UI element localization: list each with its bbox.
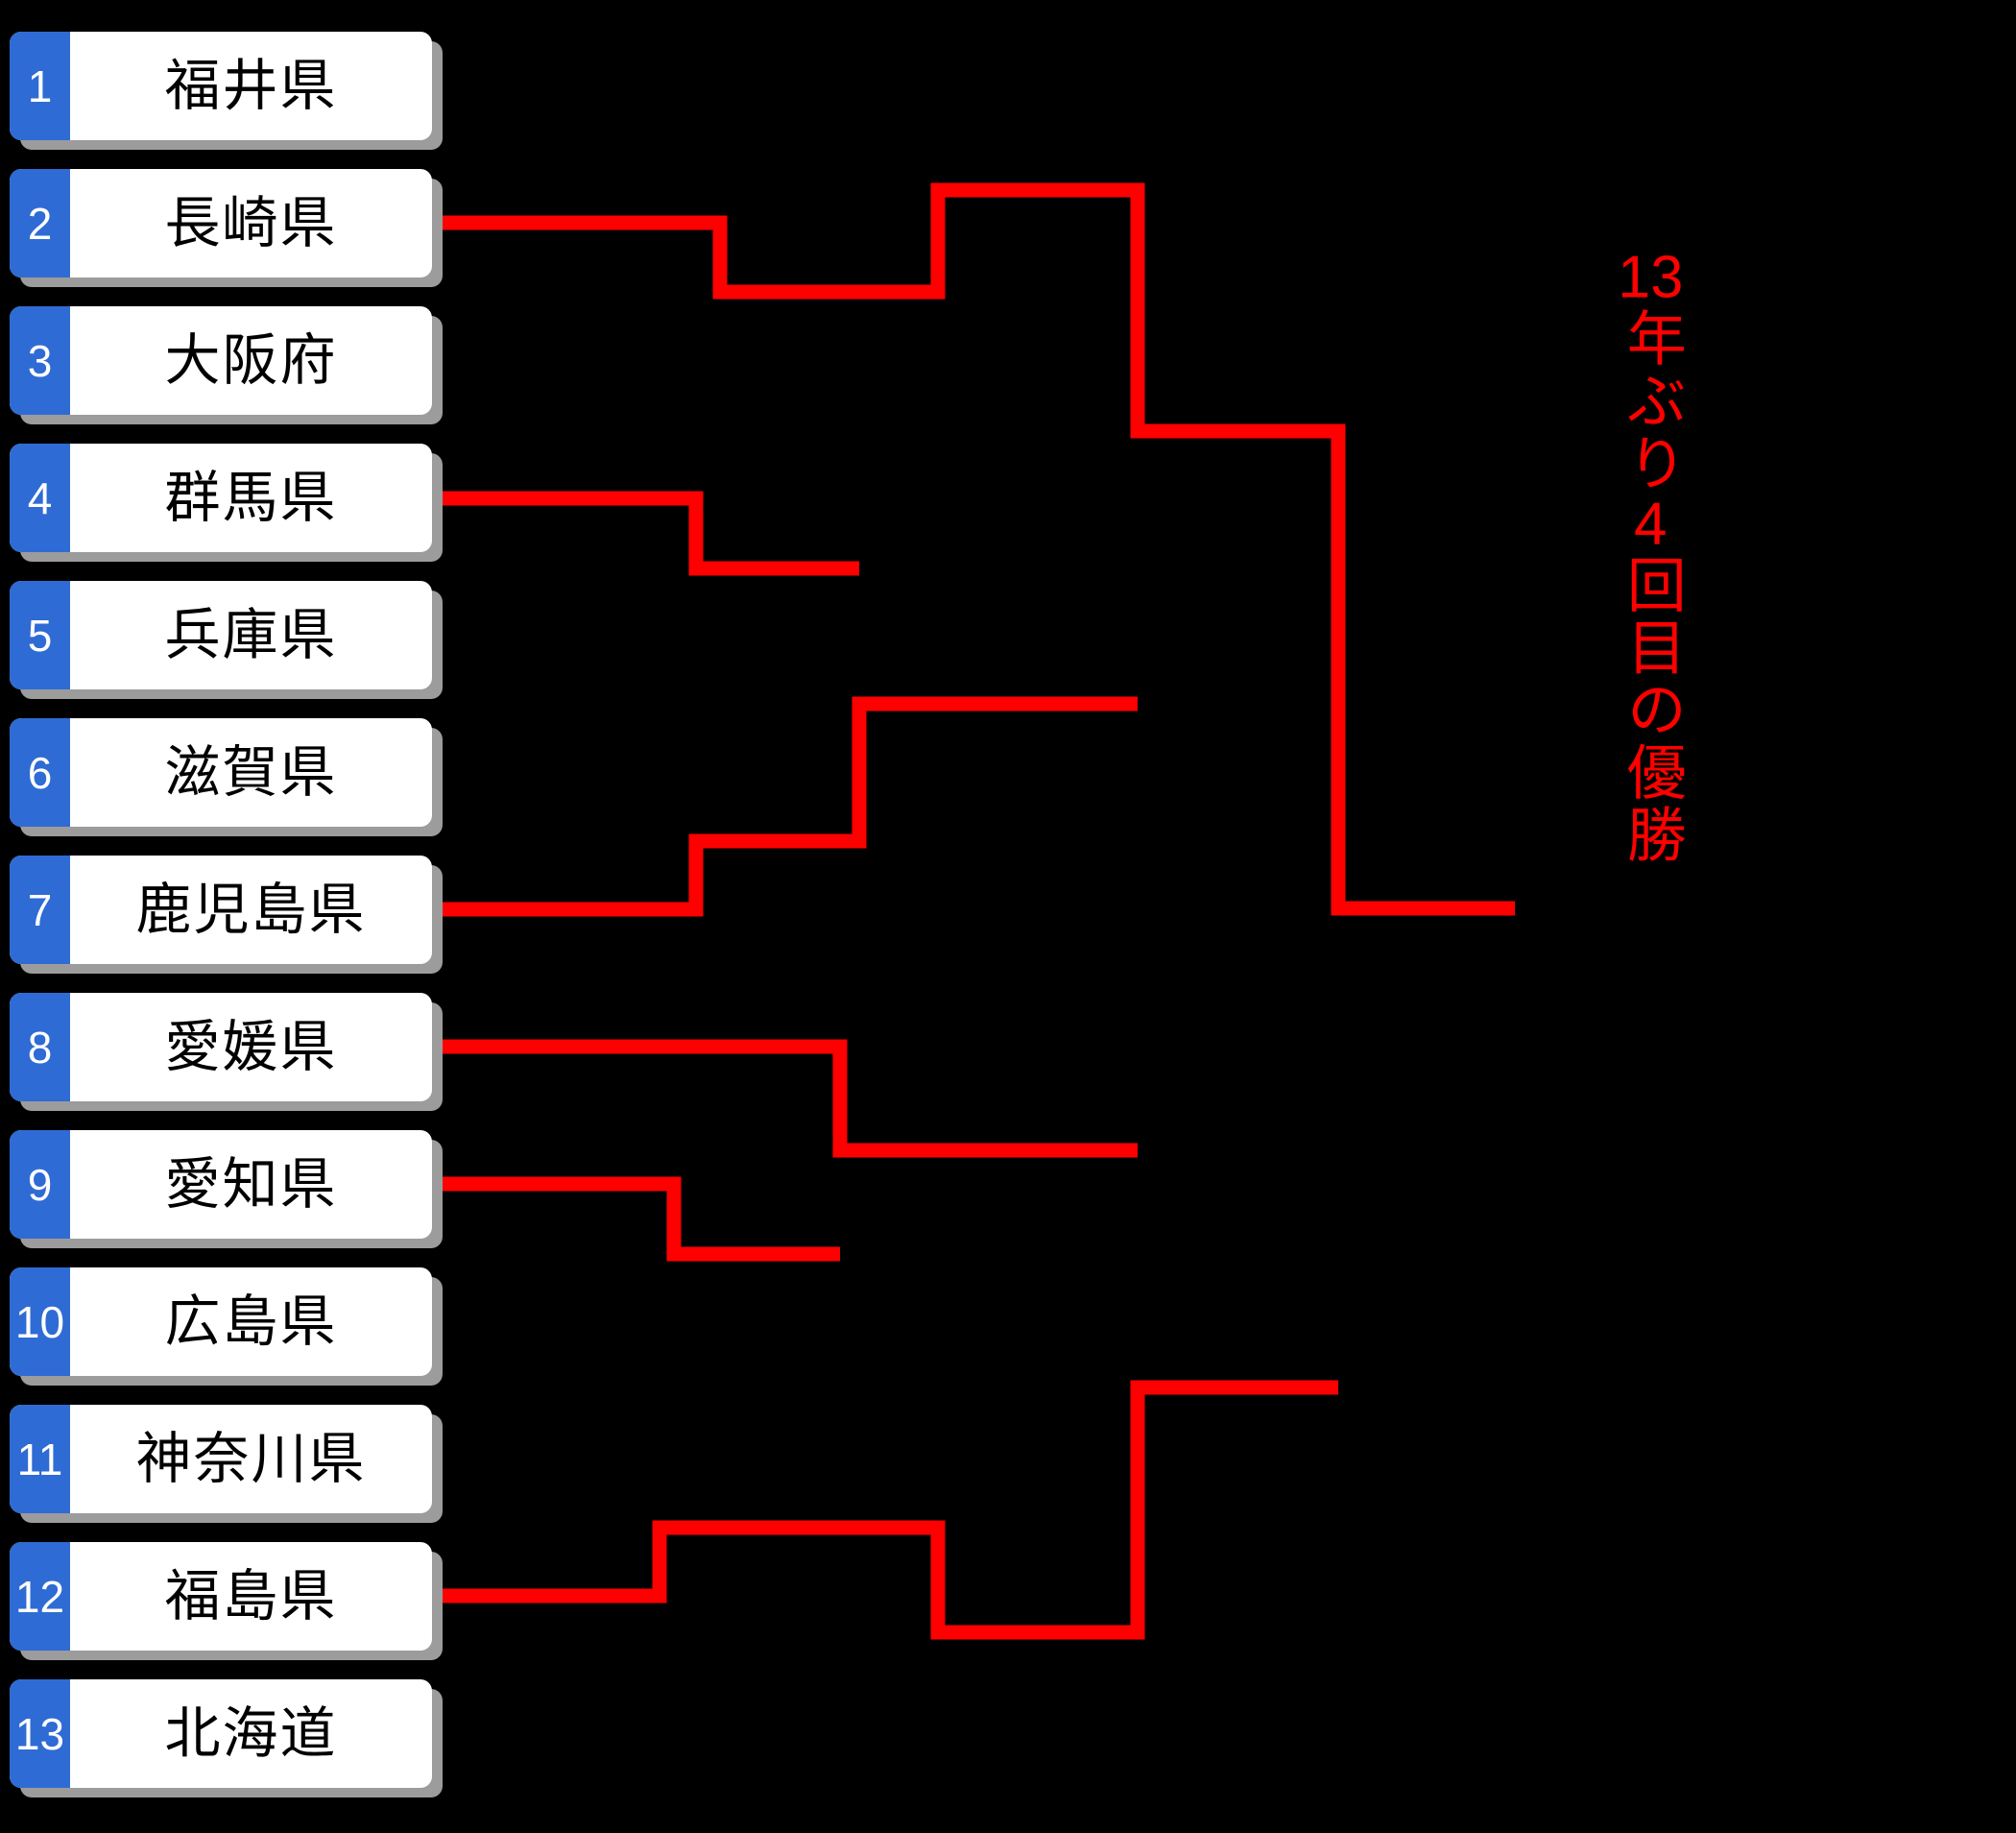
winner-path-ehime — [432, 1039, 1138, 1158]
winner-path-aichi — [432, 1176, 840, 1262]
prefecture-name: 兵庫県 — [164, 603, 338, 666]
champion-path-nagasaki — [432, 182, 1515, 916]
seed-tab: 8 — [10, 993, 70, 1101]
bracket-entry: 8 愛媛県 — [10, 993, 432, 1101]
prefecture-name: 群馬県 — [164, 466, 338, 529]
prefecture-name: 福井県 — [164, 54, 338, 117]
bracket-entry: 11 神奈川県 — [10, 1405, 432, 1513]
prefecture-name: 福島県 — [164, 1564, 338, 1628]
seed-number: 13 — [14, 1708, 65, 1759]
seed-number: 6 — [27, 747, 53, 798]
seed-number: 9 — [27, 1159, 53, 1210]
bracket-entry: 4 群馬県 — [10, 444, 432, 552]
seed-number: 11 — [16, 1434, 63, 1484]
prefecture-name: 北海道 — [164, 1701, 338, 1765]
seed-number: 4 — [27, 472, 53, 523]
bracket-entry: 10 広島県 — [10, 1267, 432, 1376]
champion-note-segment: 4 — [1633, 494, 1668, 554]
prefecture-name: 愛知県 — [164, 1152, 338, 1216]
bracket-entry: 13 北海道 — [10, 1679, 432, 1788]
champion-note-segment: 年ぶり — [1617, 307, 1684, 494]
champion-note-segment: 13 — [1618, 248, 1684, 307]
bracket-entry: 2 長崎県 — [10, 169, 432, 277]
seed-tab: 12 — [10, 1542, 70, 1651]
winner-path-gunma — [432, 491, 859, 576]
seed-number: 12 — [14, 1571, 65, 1622]
seed-number: 2 — [27, 198, 53, 249]
seed-number: 8 — [27, 1022, 53, 1073]
winner-path-fukushima — [432, 1380, 1338, 1640]
prefecture-name: 滋賀県 — [164, 740, 338, 804]
prefecture-name: 鹿児島県 — [135, 878, 367, 941]
prefecture-name: 愛媛県 — [164, 1015, 338, 1078]
winner-path-kagoshima — [432, 696, 1138, 917]
seed-number: 3 — [27, 335, 53, 386]
seed-tab: 4 — [10, 444, 70, 552]
seed-tab: 13 — [10, 1679, 70, 1788]
seed-number: 7 — [27, 884, 53, 935]
seed-tab: 11 — [10, 1405, 70, 1513]
prefecture-name: 広島県 — [164, 1290, 338, 1353]
bracket-entry: 12 福島県 — [10, 1542, 432, 1651]
bracket-entry: 6 滋賀県 — [10, 718, 432, 827]
seed-tab: 9 — [10, 1130, 70, 1239]
seed-tab: 10 — [10, 1267, 70, 1376]
bracket-entry: 5 兵庫県 — [10, 581, 432, 689]
champion-note: 13年ぶり4回目の優勝 — [1617, 248, 1684, 920]
champion-note-segment: 回目の優勝 — [1617, 554, 1684, 866]
prefecture-name: 神奈川県 — [135, 1427, 367, 1490]
seed-number: 10 — [14, 1296, 65, 1347]
prefecture-name: 長崎県 — [164, 191, 338, 254]
seed-tab: 5 — [10, 581, 70, 689]
seed-tab: 7 — [10, 856, 70, 964]
bracket-entry: 3 大阪府 — [10, 306, 432, 415]
seed-tab: 3 — [10, 306, 70, 415]
prefecture-name: 大阪府 — [164, 328, 338, 392]
seed-tab: 2 — [10, 169, 70, 277]
bracket-entry: 1 福井県 — [10, 32, 432, 140]
seed-tab: 6 — [10, 718, 70, 827]
seed-number: 1 — [27, 60, 53, 111]
seed-number: 5 — [27, 610, 53, 661]
seed-tab: 1 — [10, 32, 70, 140]
bracket-entry: 7 鹿児島県 — [10, 856, 432, 964]
bracket-entry: 9 愛知県 — [10, 1130, 432, 1239]
